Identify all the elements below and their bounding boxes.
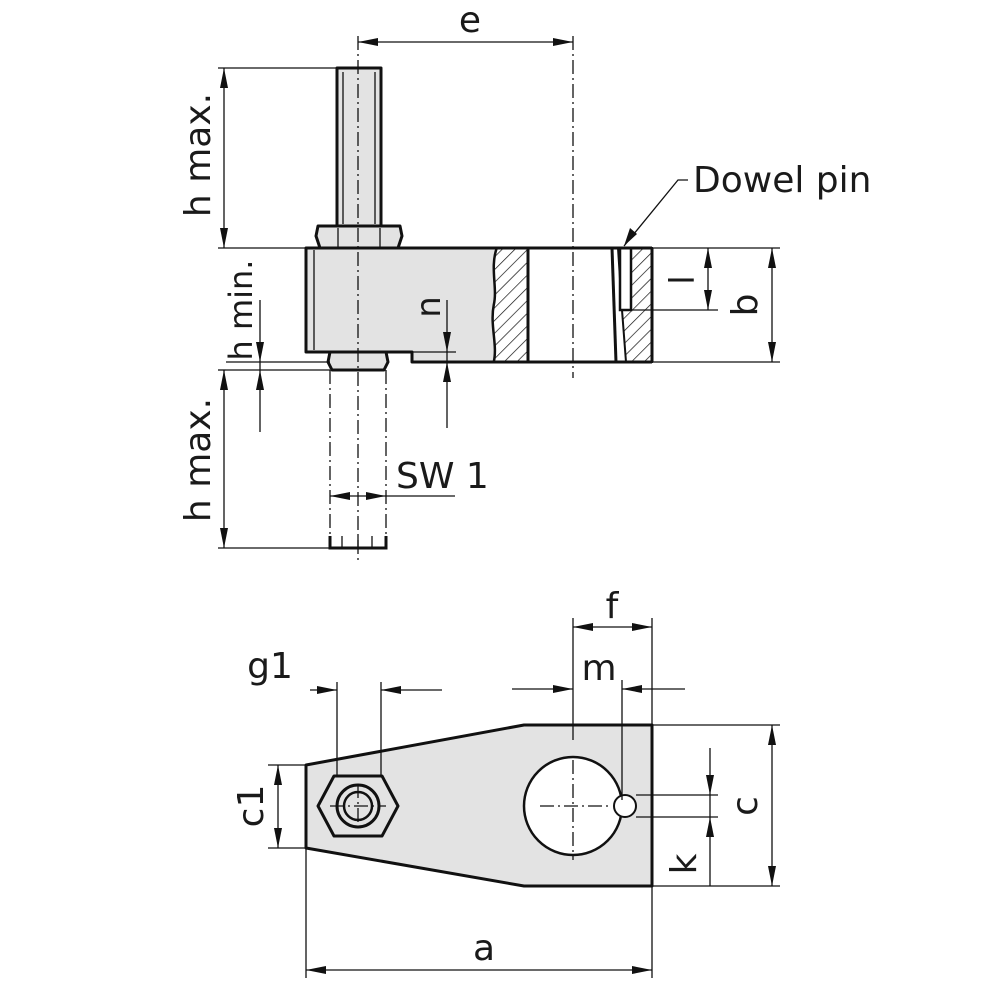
dowel-pin-slot <box>618 246 633 312</box>
hatched-section <box>491 247 529 363</box>
dim-label-a: a <box>473 928 495 969</box>
top-view: f m g1 c1 c k <box>231 586 780 978</box>
dim-label-c1: c1 <box>231 785 272 828</box>
dim-label-sw1: SW 1 <box>396 456 489 497</box>
dim-label-f: f <box>606 586 620 627</box>
dim-label-h-max-bottom: h max. <box>178 398 219 522</box>
label-dowel-pin: Dowel pin <box>693 160 871 201</box>
dim-label-b: b <box>725 294 766 317</box>
upper-hex-nut <box>314 224 404 250</box>
dim-label-h-min: h min. <box>222 260 260 361</box>
dim-label-h-max-top: h max. <box>178 93 219 217</box>
dim-label-k: k <box>664 853 705 874</box>
dim-label-m: m <box>581 648 616 689</box>
dim-label-g1: g1 <box>247 646 293 687</box>
dim-label-e: e <box>459 0 481 41</box>
dim-label-l: l <box>663 275 703 284</box>
clamp-body-section <box>304 246 499 364</box>
side-view: e h max. h min. h max. n SW 1 <box>178 0 871 560</box>
dim-label-c: c <box>725 796 766 816</box>
dowel-pin-circle <box>613 794 637 818</box>
dim-label-n: n <box>409 296 449 318</box>
